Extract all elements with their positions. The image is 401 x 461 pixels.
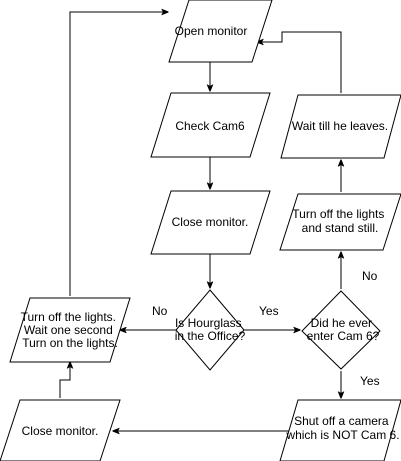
edge-wait-to-open (257, 31, 342, 93)
node-close-monitor-1-label: Close monitor. (172, 215, 249, 229)
edge-label-entered-yes: Yes (360, 374, 380, 388)
edge-label-hourglass-yes: Yes (259, 304, 279, 318)
node-lights-stand: Turn off the lights and stand still. (279, 193, 401, 251)
node-open-monitor-label: Open monitor (175, 24, 248, 38)
node-shut-off-camera-label: Shut off a camera which is NOT Cam 6. (285, 414, 399, 442)
node-did-he-enter-decision: Did he ever enter Cam 6? (301, 290, 381, 370)
node-lights-wait: Turn off the lights. Wait one second Tur… (9, 297, 131, 363)
node-open-monitor: Open monitor (168, 0, 273, 63)
edge-close2-to-lights (59, 362, 70, 398)
node-did-he-enter-label: Did he ever enter Cam 6? (307, 316, 380, 343)
node-lights-wait-label: Turn off the lights. Wait one second Tur… (21, 310, 120, 350)
node-check-cam6-label: Check Cam6 (175, 119, 245, 133)
node-check-cam6: Check Cam6 (150, 92, 271, 158)
node-close-monitor-2: Close monitor. (0, 399, 121, 461)
node-wait-leaves-label: Wait till he leaves. (292, 119, 388, 133)
edge-lights-to-open (69, 12, 168, 296)
node-close-monitor-2-label: Close monitor. (22, 424, 99, 438)
node-is-hourglass-label: Is Hourglass in the Office? (175, 316, 246, 343)
node-is-hourglass-decision: Is Hourglass in the Office? (175, 289, 246, 371)
node-shut-off-camera: Shut off a camera which is NOT Cam 6. (279, 399, 401, 461)
edge-label-hourglass-no: No (152, 304, 168, 318)
node-wait-leaves: Wait till he leaves. (280, 94, 401, 159)
edge-label-entered-no: No (362, 269, 378, 283)
node-close-monitor-1: Close monitor. (150, 190, 271, 255)
edges (59, 12, 342, 431)
node-lights-stand-label: Turn off the lights and stand still. (292, 207, 387, 235)
